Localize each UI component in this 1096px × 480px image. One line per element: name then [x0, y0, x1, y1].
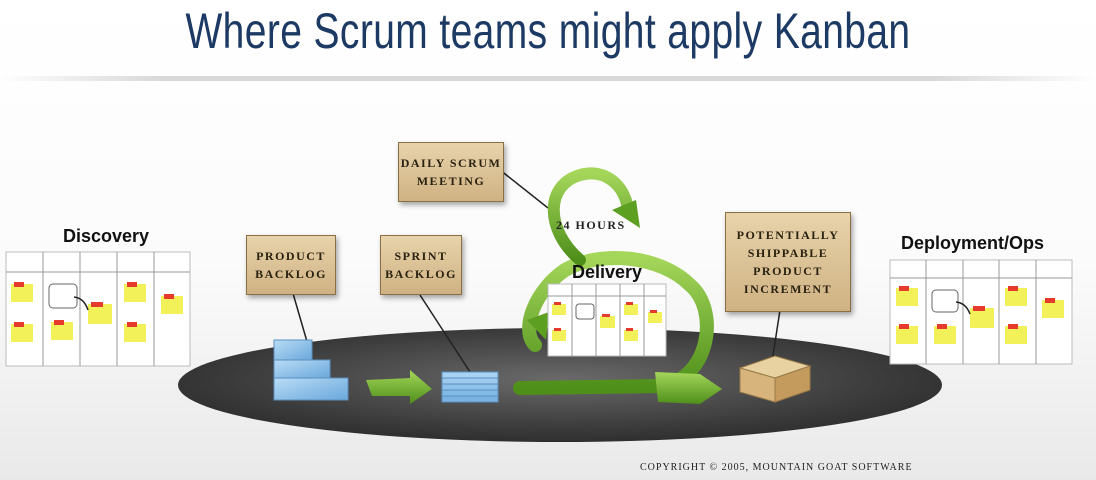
- deployment-label: Deployment/Ops: [901, 233, 1045, 253]
- sprint-backlog-stack: [441, 371, 499, 403]
- sprint-backlog-pointer: [419, 294, 471, 373]
- discovery-kanban-board: [5, 251, 191, 367]
- sprint-backlog-callout: Sprint Backlog: [380, 235, 462, 295]
- copyright-notice: Copyright © 2005, Mountain Goat Software: [640, 462, 913, 473]
- deployment-kanban-board: [889, 259, 1073, 365]
- sprint-cycle-arrow: [513, 167, 722, 404]
- product-backlog-callout: Product Backlog: [246, 235, 336, 295]
- delivery-kanban-board: [547, 283, 667, 357]
- increment-callout: Potentially Shippable Product Increment: [725, 212, 851, 312]
- product-backlog-pointer: [291, 289, 309, 346]
- backlog-arrow: [366, 370, 432, 404]
- product-backlog-stack: [273, 339, 349, 401]
- shippable-box: [738, 355, 812, 403]
- daily-scrum-pointer: [499, 169, 549, 209]
- increment-pointer: [771, 309, 781, 363]
- title-divider: [0, 76, 1096, 81]
- delivery-label: Delivery: [572, 262, 643, 282]
- hours-label: 24 Hours: [556, 218, 626, 232]
- discovery-label: Discovery: [63, 226, 150, 246]
- daily-scrum-callout: Daily Scrum Meeting: [398, 142, 504, 202]
- slide-title: Where Scrum teams might apply Kanban: [185, 3, 911, 59]
